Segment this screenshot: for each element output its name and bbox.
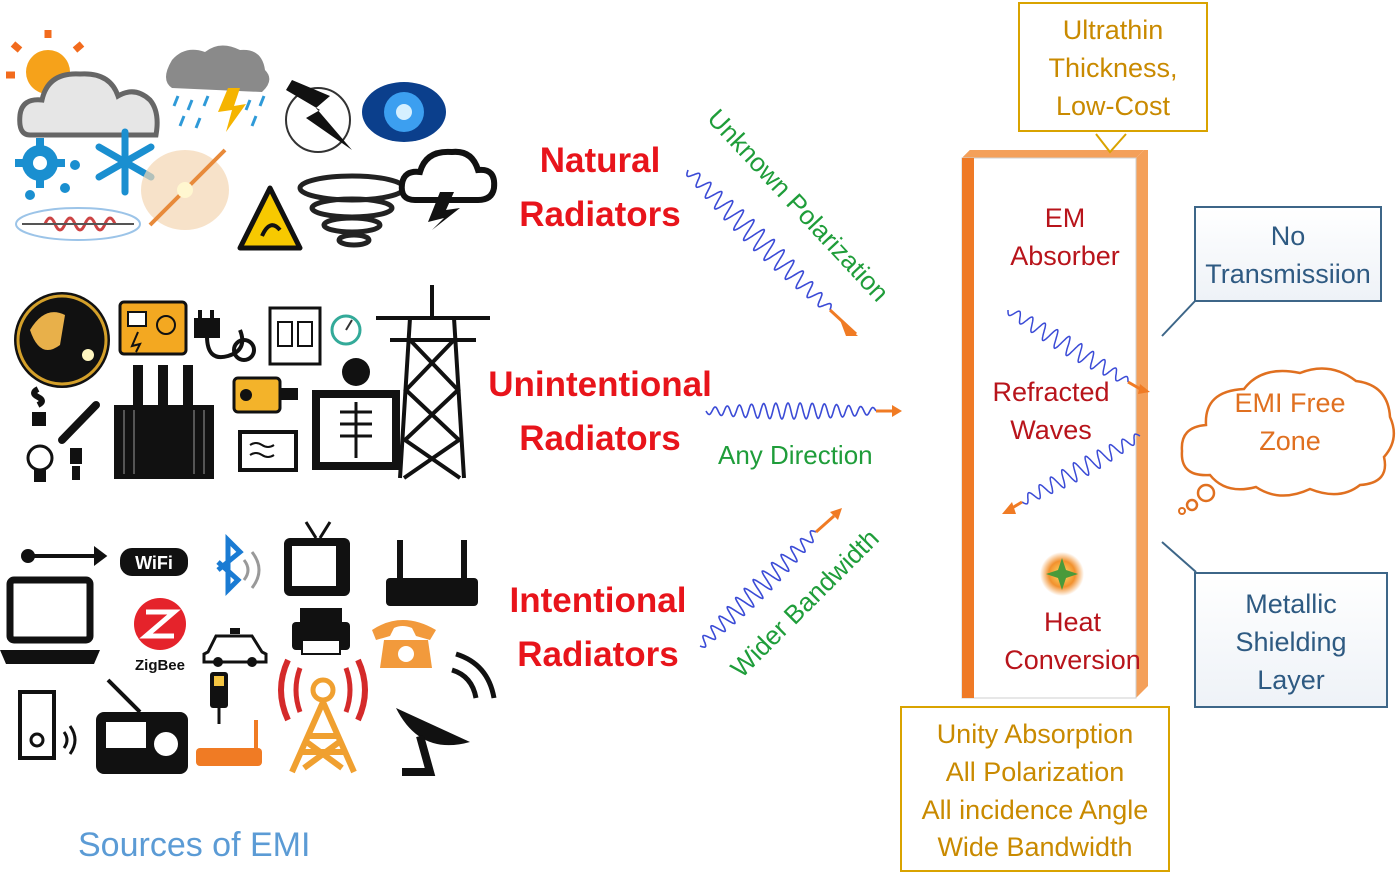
unintentional-label-line2: Radiators: [519, 419, 681, 459]
unintentional-label-line1: Unintentional: [488, 365, 712, 404]
metallic-line2: Shielding: [1235, 626, 1347, 657]
refracted-waves-label: Refracted Waves: [976, 374, 1126, 450]
svg-text:ZigBee: ZigBee: [135, 657, 185, 674]
refracted-wave-in: [1007, 310, 1150, 394]
em-absorber-slab: [961, 150, 1150, 699]
generator-icon: [118, 300, 188, 356]
refracted-wave-out: [1002, 433, 1141, 514]
ultrathin-callout: Ultrathin Thickness, Low-Cost: [1018, 2, 1208, 132]
wave-intentional: [699, 508, 842, 649]
no-transmission-line1: No: [1270, 221, 1306, 251]
natural-radiators-label: Natural Radiators: [500, 134, 700, 243]
plasma-eye-icon: [362, 82, 446, 142]
xray-machine-icon: [312, 358, 400, 470]
sun-cloud-icon: [6, 30, 160, 138]
emi-source-icons: WiFi ZigBee: [0, 30, 498, 776]
em-absorber-title: EM Absorber: [990, 200, 1140, 276]
callout-connectors: [1095, 133, 1197, 573]
property-unity-absorption: Unity Absorption: [936, 719, 1134, 749]
emi-free-zone-label: EMI Free Zone: [1210, 385, 1370, 461]
wireless-router-icon: [196, 720, 262, 766]
em-absorber-line1: EM: [1044, 203, 1086, 233]
no-transmission-line2: Transmissiion: [1205, 258, 1371, 289]
refracted-line1: Refracted: [992, 377, 1110, 407]
radio-icon: [96, 678, 188, 774]
radio-tower-icon: [278, 658, 368, 774]
tube-light-icon: [58, 401, 100, 444]
transmission-tower-icon: [376, 285, 490, 480]
metallic-line1: Metallic: [1245, 589, 1337, 619]
emi-free-line2: Zone: [1259, 425, 1321, 456]
transformer-icon: [114, 365, 214, 479]
incident-waves: [686, 169, 902, 649]
metallic-shielding-callout: Metallic Shielding Layer: [1194, 572, 1388, 708]
esd-warning-icon: [237, 185, 303, 251]
tornado-icon: [297, 173, 407, 248]
heat-line1: Heat: [1043, 607, 1102, 637]
motor-icon: [232, 376, 298, 414]
spark-glow-icon: [141, 148, 229, 230]
natural-label-line1: Natural: [539, 141, 661, 180]
laptop-icon: [0, 576, 100, 664]
em-absorber-line2: Absorber: [1010, 240, 1120, 271]
ultrathin-line2: Thickness,: [1048, 52, 1178, 83]
cfl-bulb-icon: [31, 386, 46, 426]
wifi-icon: WiFi: [120, 548, 188, 576]
emi-free-line1: EMI Free: [1234, 388, 1346, 418]
zigbee-icon: ZigBee: [134, 598, 186, 674]
storm-cloud-icon: [398, 148, 498, 230]
properties-callout: Unity Absorption All Polarization All in…: [900, 706, 1170, 872]
property-all-polarization: All Polarization: [945, 756, 1125, 787]
telephone-icon: [372, 620, 436, 668]
property-all-incidence: All incidence Angle: [921, 794, 1149, 825]
intentional-radiators-label: Intentional Radiators: [488, 574, 708, 683]
tv-icon: [284, 521, 350, 596]
natural-label-line2: Radiators: [519, 195, 681, 235]
emi-free-cloud: [1178, 367, 1396, 515]
desktop-speaker-icon: [18, 690, 77, 760]
svg-text:WiFi: WiFi: [135, 553, 173, 573]
snowflake-icon: [95, 128, 155, 196]
circuit-breaker-icon: [268, 306, 322, 366]
router-icon: [386, 540, 478, 606]
heat-line2: Conversion: [1004, 644, 1141, 675]
gear-icon: [15, 138, 80, 200]
welder-icon: [14, 292, 110, 388]
mobile-phone-icon: [210, 672, 228, 724]
intentional-label-line2: Radiators: [517, 635, 679, 675]
property-wide-bandwidth: Wide Bandwidth: [937, 832, 1133, 863]
ultrathin-line3: Low-Cost: [1055, 90, 1171, 121]
unintentional-radiators-label: Unintentional Radiators: [470, 358, 730, 467]
microwave-icon: [238, 430, 298, 472]
meter-icon: [330, 314, 362, 346]
sources-caption: Sources of EMI: [78, 826, 311, 864]
wave-natural: [686, 169, 858, 336]
bulb-icon: [26, 444, 54, 482]
intentional-label-line1: Intentional: [509, 581, 687, 620]
wave-unintentional: [705, 402, 902, 420]
cfl-small-icon: [70, 448, 82, 480]
satellite-dish-icon: [396, 651, 497, 776]
lightning-bolt-icon: [285, 80, 352, 153]
rain-lightning-icon: [166, 45, 270, 132]
heat-burst-icon: [1040, 552, 1084, 596]
no-transmission-callout: No Transmissiion: [1194, 206, 1382, 302]
police-car-icon: [202, 628, 268, 667]
heat-conversion-label: Heat Conversion: [990, 604, 1155, 680]
bluetooth-icon: [216, 533, 261, 597]
coil-icon: [15, 207, 141, 241]
plug-icon: [194, 310, 256, 362]
ultrathin-line1: Ultrathin: [1062, 15, 1164, 45]
printer-icon: [292, 608, 350, 655]
any-direction-label: Any Direction: [718, 440, 873, 470]
metallic-line3: Layer: [1257, 664, 1325, 695]
refracted-line2: Waves: [1010, 414, 1092, 445]
usb-icon: [21, 546, 108, 566]
